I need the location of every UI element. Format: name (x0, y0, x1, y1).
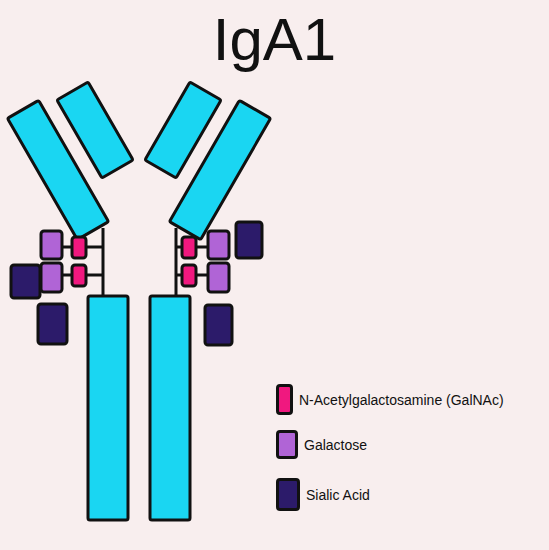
hinge-region (62, 228, 208, 296)
galactose-sugar (41, 263, 62, 292)
antibody-chains (7, 82, 270, 520)
galactose-sugar (208, 231, 229, 259)
sialic-acid-sugar (205, 305, 232, 345)
heavy-chain (150, 296, 190, 520)
legend-swatch (276, 430, 298, 459)
diagram-title: IgA1 (0, 4, 549, 76)
galnac-sugar (72, 237, 86, 258)
legend-label: Sialic Acid (306, 487, 370, 503)
glycans (11, 222, 262, 345)
glycan-link (86, 246, 103, 249)
legend-entry: Sialic Acid (276, 478, 370, 511)
galnac-sugar (72, 265, 86, 286)
legend-swatch (276, 478, 300, 511)
legend-swatch (276, 384, 293, 415)
legend-label: N-Acetylgalactosamine (GalNAc) (299, 392, 504, 408)
galnac-sugar (182, 237, 196, 258)
hinge-line (175, 228, 178, 296)
heavy-chain (88, 296, 128, 520)
galnac-sugar (182, 265, 196, 286)
sialic-acid-sugar (11, 265, 40, 298)
glycan-link (196, 246, 208, 249)
glycan-link (196, 274, 208, 277)
hinge-line (102, 228, 105, 296)
legend-label: Galactose (304, 437, 367, 453)
glycan-link (86, 274, 103, 277)
galactose-sugar (41, 231, 62, 259)
legend-entry: Galactose (276, 430, 367, 459)
legend-entry: N-Acetylgalactosamine (GalNAc) (276, 384, 504, 415)
heavy-chain-arm (57, 82, 133, 178)
sialic-acid-sugar (38, 304, 67, 344)
light-chain (169, 100, 270, 239)
galactose-sugar (208, 263, 229, 292)
sialic-acid-sugar (236, 222, 262, 258)
